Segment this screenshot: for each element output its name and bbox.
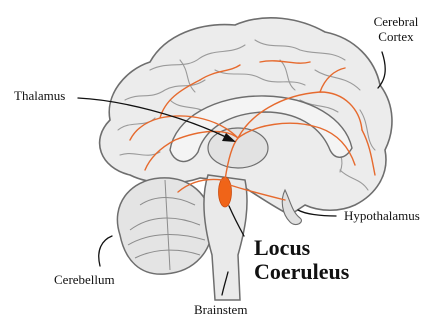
locus-coeruleus-label: Locus Coeruleus [254, 236, 349, 284]
cerebellum-pointer [99, 236, 112, 266]
locus-coeruleus-label-line2: Coeruleus [254, 260, 349, 284]
cerebral-cortex-label: Cerebral Cortex [362, 14, 430, 44]
cerebral-cortex-label-line2: Cortex [362, 29, 430, 44]
thalamus-region [208, 128, 268, 168]
cerebellum [117, 178, 212, 274]
locus-coeruleus-label-line1: Locus [254, 236, 349, 260]
hypothalamus-label: Hypothalamus [344, 208, 420, 223]
locus-coeruleus-nucleus [219, 177, 232, 207]
cerebellum-label: Cerebellum [54, 272, 115, 287]
brainstem-label: Brainstem [194, 302, 247, 317]
cerebral-cortex-label-line1: Cerebral [362, 14, 430, 29]
thalamus-label: Thalamus [14, 88, 65, 103]
